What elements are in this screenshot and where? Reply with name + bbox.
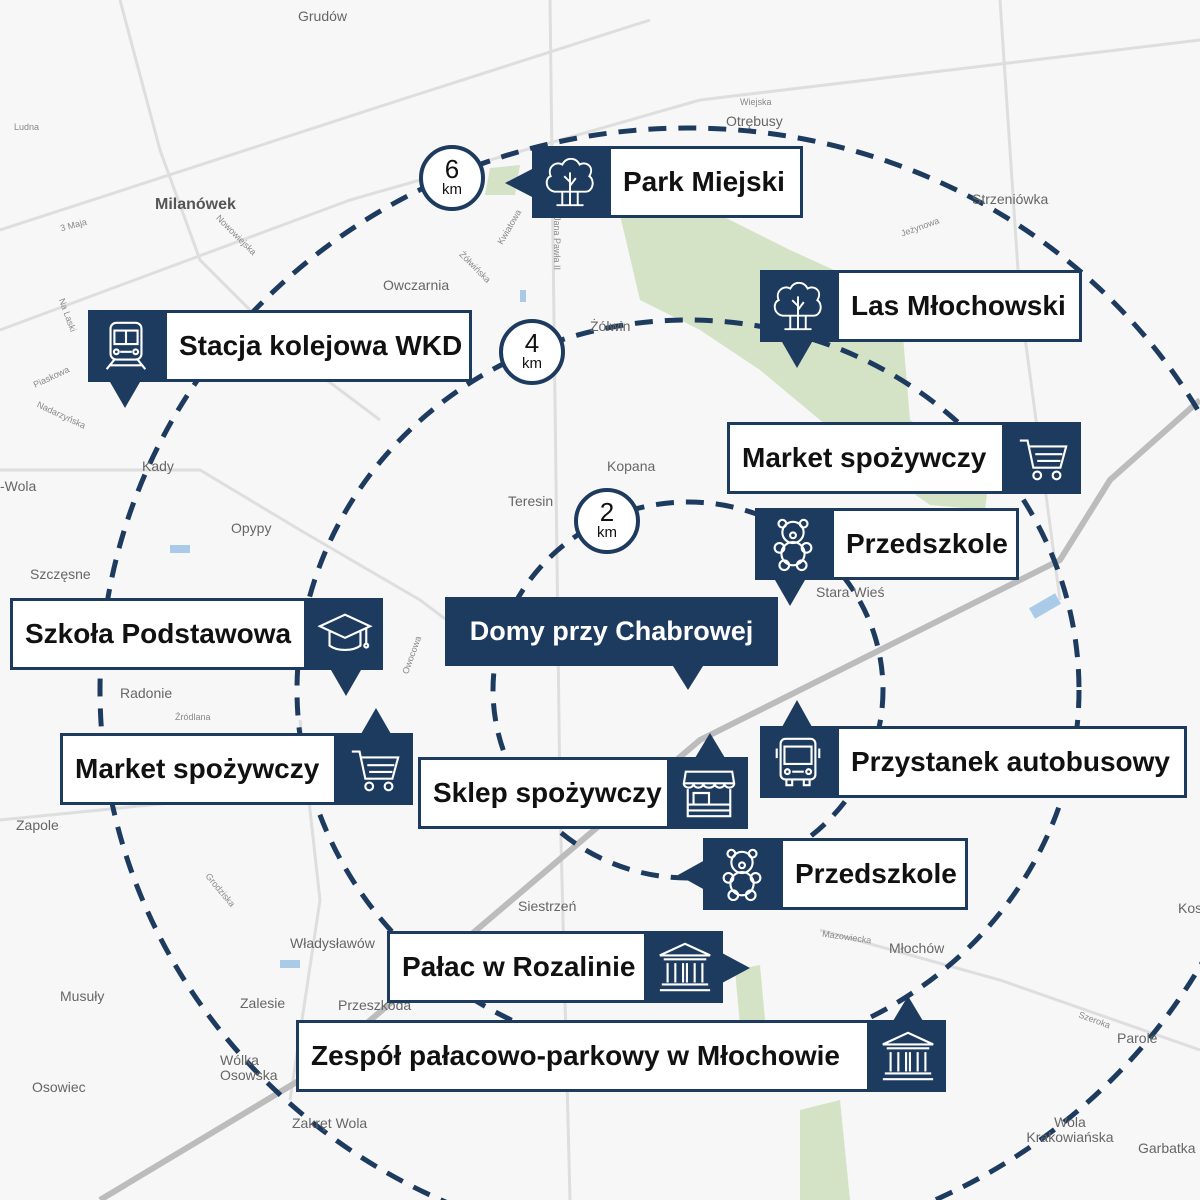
place-label: Władysławów — [290, 935, 375, 951]
poi-market-spozywczy-west[interactable]: Market spożywczy — [60, 733, 413, 805]
place-label: Kopana — [607, 458, 656, 474]
street-label: Źródlana — [175, 712, 211, 722]
place-label: Zapole — [16, 817, 59, 833]
poi-las-mlochowski[interactable]: Las Młochowski — [760, 270, 1082, 342]
poi-label: Zespół pałacowo-parkowy w Młochowie — [296, 1020, 870, 1092]
poi-label: Market spożywczy — [727, 422, 1005, 494]
place-label: Owczarnia — [383, 277, 450, 293]
poi-przedszkole-south[interactable]: Przedszkole — [703, 838, 968, 910]
graduation-cap-icon — [307, 598, 383, 670]
ring-4km — [294, 317, 1082, 1063]
poi-label: Sklep spożywczy — [418, 757, 670, 829]
poi-przedszkole-north[interactable]: Przedszkole — [755, 508, 1019, 580]
ring-6km — [97, 125, 1200, 1200]
poi-label: Pałac w Rozalinie — [387, 931, 647, 1003]
teddy-bear-icon — [703, 838, 780, 910]
poi-label: Przedszkole — [831, 508, 1019, 580]
bus-icon — [760, 726, 836, 798]
poi-zespol-palacowo-parkowy[interactable]: Zespół pałacowo-parkowy w Młochowie — [296, 1020, 946, 1092]
place-label: Otrębusy — [726, 113, 783, 129]
place-label: Radonie — [120, 685, 173, 701]
place-label: Stara Wieś — [816, 584, 885, 600]
cart-icon — [1005, 422, 1081, 494]
tree-icon — [532, 146, 608, 218]
place-label: Milanówek — [155, 196, 236, 213]
place-label: Garbatka — [1138, 1140, 1196, 1156]
place-label: Szczęsne — [30, 566, 91, 582]
poi-label: Stacja kolejowa WKD — [164, 310, 472, 382]
place-label: Strzeniówka — [972, 191, 1049, 207]
shop-stall-icon — [670, 757, 748, 829]
street-label: Ludna — [14, 122, 40, 132]
poi-market-spozywczy-east[interactable]: Market spożywczy — [727, 422, 1081, 494]
teddy-bear-icon — [755, 508, 831, 580]
place-label: Parole — [1117, 1030, 1158, 1046]
place-label: Opypy — [231, 520, 272, 536]
place-label: Wola Krakowiańska — [1026, 1114, 1114, 1145]
street-label: Wiejska — [740, 97, 772, 107]
poi-label: Szkoła Podstawowa — [10, 598, 307, 670]
poi-park-miejski[interactable]: Park Miejski — [532, 146, 803, 218]
poi-label: Park Miejski — [608, 146, 803, 218]
place-label: Zakręt Wola — [292, 1115, 368, 1131]
place-label: Teresin — [508, 493, 554, 509]
palace-icon — [870, 1020, 946, 1092]
place-label: Kos — [1178, 900, 1200, 916]
place-label: Zalesie — [240, 995, 286, 1011]
place-label: -Wola — [0, 478, 37, 494]
tree-icon — [760, 270, 836, 342]
train-icon — [88, 310, 164, 382]
place-label: Osowiec — [32, 1079, 86, 1095]
place-label: Siestrzeń — [518, 898, 577, 914]
palace-icon — [647, 931, 723, 1003]
center-location-label[interactable]: Domy przy Chabrowej — [445, 597, 778, 666]
water-bodies — [170, 290, 1061, 968]
place-label: Młochów — [889, 940, 945, 956]
place-label: Musuły — [60, 988, 105, 1004]
poi-stacja-kolejowa-wkd[interactable]: Stacja kolejowa WKD — [88, 310, 472, 382]
cart-icon — [337, 733, 413, 805]
poi-palac-w-rozalinie[interactable]: Pałac w Rozalinie — [387, 931, 723, 1003]
poi-sklep-spozywczy[interactable]: Sklep spożywczy — [418, 757, 748, 829]
place-label: Żółwin — [590, 318, 631, 334]
poi-przystanek-autobusowy[interactable]: Przystanek autobusowy — [760, 726, 1187, 798]
place-label: Wólka Osowska — [220, 1052, 278, 1083]
poi-label: Przystanek autobusowy — [836, 726, 1187, 798]
poi-szkola-podstawowa[interactable]: Szkoła Podstawowa — [10, 598, 383, 670]
place-label: Grudów — [298, 8, 348, 24]
poi-label: Market spożywczy — [60, 733, 337, 805]
place-label: Kady — [142, 458, 174, 474]
poi-label: Las Młochowski — [836, 270, 1082, 342]
poi-label: Przedszkole — [780, 838, 968, 910]
street-label: Jana Pawła II — [552, 215, 563, 271]
